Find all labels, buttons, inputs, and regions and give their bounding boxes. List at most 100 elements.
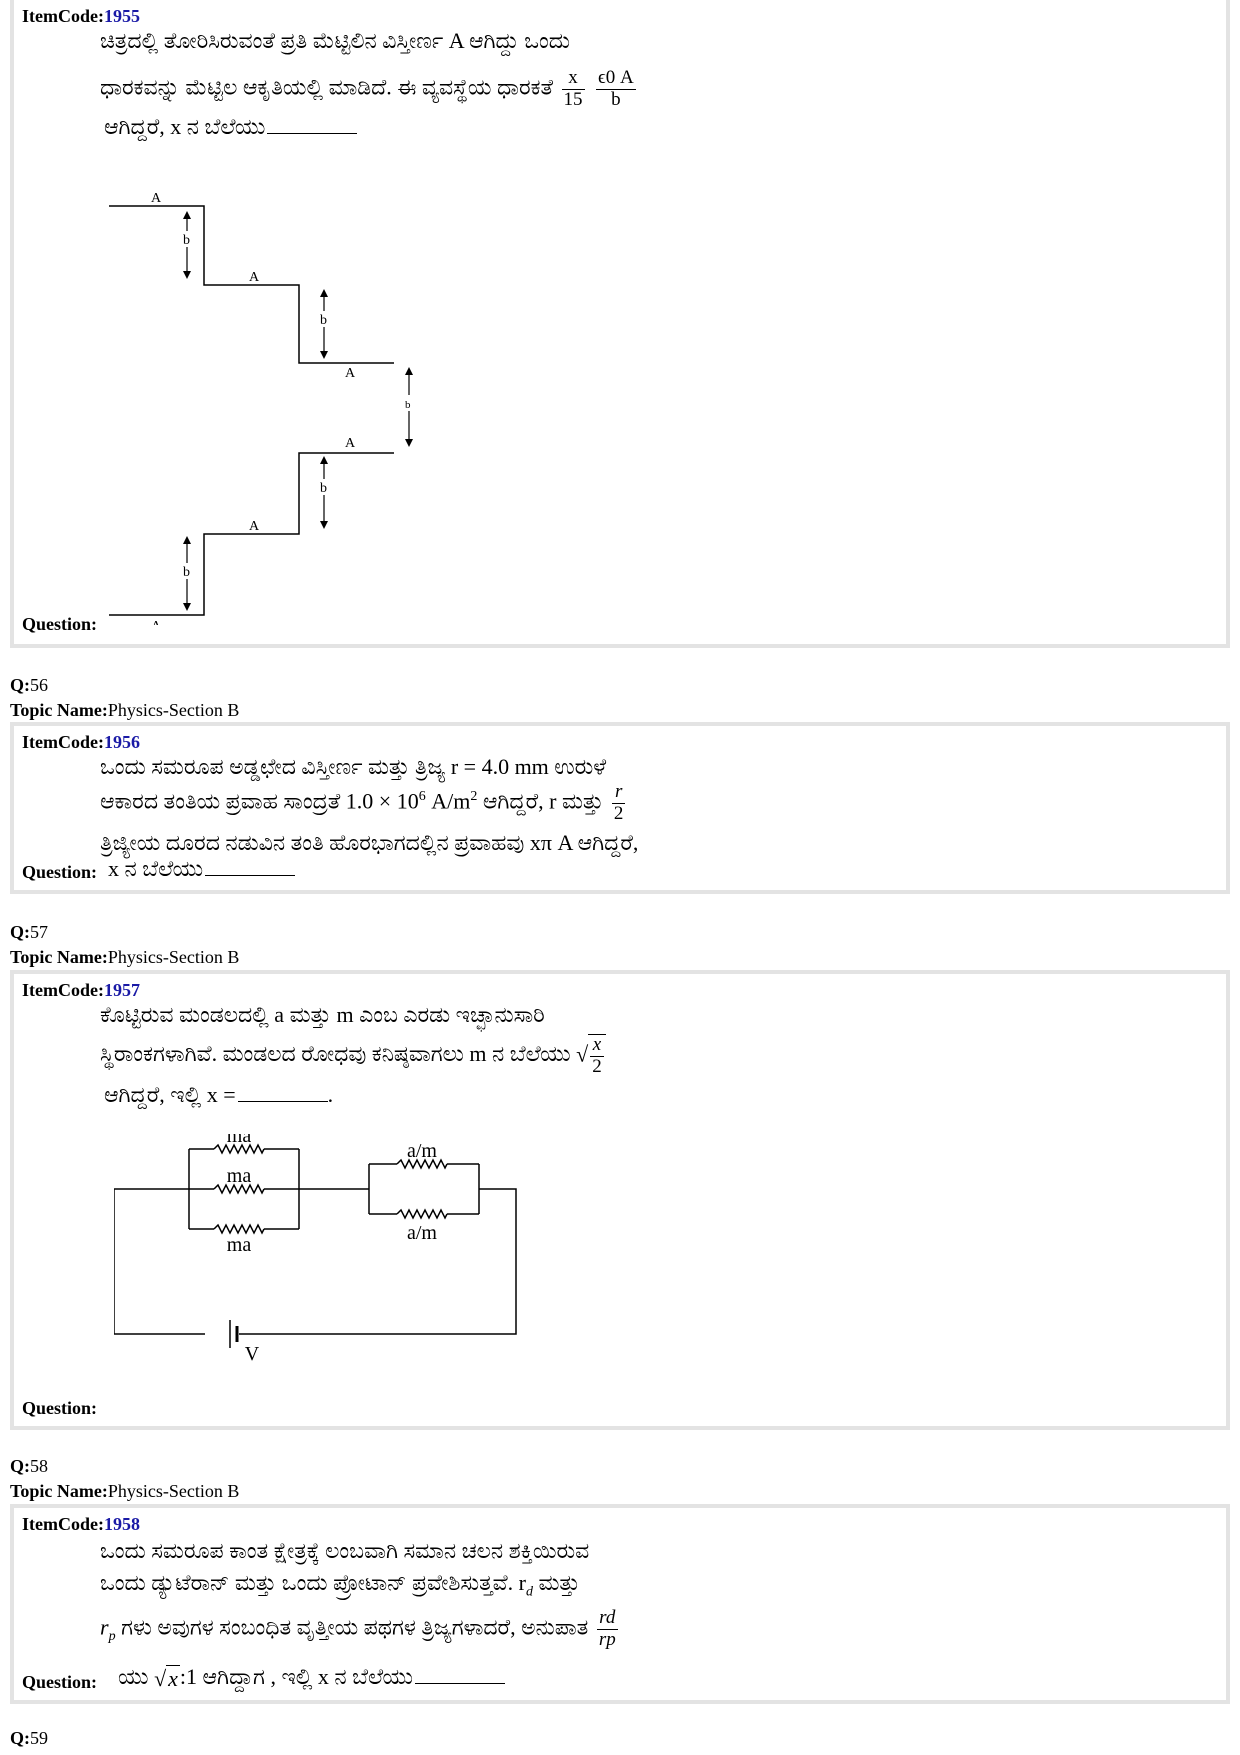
upper-staircase	[109, 205, 394, 364]
question-box-1956: ItemCode:1956 ಒಂದು ಸಮರೂಪ ಅಡ್ಡಛೇದ ವಿಸ್ತೀರ…	[10, 722, 1230, 894]
q-label: Q:	[10, 1456, 30, 1476]
question-text-part: ಆಗಿದ್ದರೆ, r ಮತ್ತು	[477, 788, 604, 814]
staircase-outline	[109, 205, 394, 616]
resistor-circuit-diagram: ma ma ma a/m a/m V	[114, 1134, 517, 1365]
question-text-line-3: ತ್ರಿಜ್ಯೀಯ ದೂರದ ನಡುವಿನ ತಂತಿ ಹೊರಭಾಗದಲ್ಲಿನ …	[100, 830, 639, 855]
q-number: 59	[30, 1728, 48, 1748]
question-label: Question:	[22, 1672, 98, 1692]
answer-blank	[237, 1100, 328, 1102]
arrow-heads	[183, 211, 413, 611]
fraction-denominator: 2	[592, 1055, 602, 1077]
q-number: 57	[30, 922, 48, 942]
question-text-line-2: ಸ್ಥಿರಾಂಕಗಳಾಗಿವೆ. ಮಂಡಲದ ರೋಧವು ಕನಿಷ್ಠವಾಗಲು…	[100, 1034, 606, 1078]
fraction-numerator: ϵ0 A	[596, 67, 636, 90]
question-text-line-2: ಆಕಾರದ ತಂತಿಯ ಪ್ರವಾಹ ಸಾಂದ್ರತೆ 1.0 × 106 A/…	[100, 781, 628, 825]
subscript: d	[525, 1584, 533, 1600]
question-box-1958: ItemCode:1958 ಒಂದು ಸಮರೂಪ ಕಾಂತ ಕ್ಷೇತ್ರಕ್ಕ…	[10, 1504, 1230, 1704]
question-box-1957: ItemCode:1957 ಕೊಟ್ಟಿರುವ ಮಂಡಲದಲ್ಲಿ a ಮತ್ತ…	[10, 970, 1230, 1430]
label-a-over-m: a/m	[407, 1140, 437, 1162]
label-a-over-m: a/m	[407, 1222, 437, 1244]
question-number: Q:57	[10, 922, 48, 943]
question-text-line-1: ಚಿತ್ರದಲ್ಲಿ ತೋರಿಸಿರುವಂತೆ ಪ್ರತಿ ಮೆಟ್ಟಿಲಿನ …	[100, 28, 570, 53]
question-number: Q:59	[10, 1728, 48, 1749]
q-number: 58	[30, 1456, 48, 1476]
q-label: Q:	[10, 675, 30, 695]
superscript: 2	[470, 789, 478, 805]
label-a: A	[345, 366, 356, 381]
label-b: b	[183, 233, 190, 248]
question-text-part: x ನ ಬೆಲೆಯು	[108, 856, 204, 881]
question-text-part: ಮತ್ತು	[532, 1570, 580, 1595]
label-ma: ma	[227, 1165, 252, 1187]
label-v: V	[245, 1343, 260, 1365]
topic-label: Topic Name:	[10, 1481, 108, 1501]
circuit-labels: ma ma ma a/m a/m V	[227, 1134, 438, 1365]
item-code-number: 1957	[103, 980, 140, 1000]
question-text-part: ಗಳು ಅವುಗಳ ಸಂಬಂಧಿತ ವೃತ್ತೀಯ ಪಥಗಳ ತ್ರಿಜ್ಯಗಳ…	[115, 1614, 589, 1640]
topic-label: Topic Name:	[10, 947, 108, 967]
label-b: b	[183, 565, 190, 580]
item-code-number: 1956	[103, 732, 140, 752]
question-text-part: :1 ಆಗಿದ್ದಾಗ , ಇಲ್ಲಿ x ನ ಬೆಲೆಯು	[179, 1664, 414, 1689]
item-code-label: ItemCode:	[22, 732, 104, 752]
item-code-label: ItemCode:	[22, 1514, 104, 1534]
question-text-part: r	[100, 1614, 109, 1640]
question-text-part: A/m	[425, 788, 471, 814]
label-a: A	[249, 270, 260, 285]
item-code-number: 1955	[103, 6, 140, 26]
fraction-denominator: b	[611, 88, 621, 110]
topic-name: Topic Name:Physics-Section B	[10, 947, 239, 968]
fraction-numerator: x	[590, 1034, 604, 1057]
question-text-part: ಆಕಾರದ ತಂತಿಯ ಪ್ರವಾಹ ಸಾಂದ್ರತೆ 1.0 × 10	[100, 788, 419, 814]
label-ma: ma	[227, 1134, 252, 1147]
resistor-am-1	[396, 1158, 448, 1170]
question-label: Question:	[22, 614, 98, 634]
question-text-part: ಯು	[118, 1664, 149, 1689]
label-b: b	[320, 481, 327, 496]
item-code: ItemCode:1956	[22, 732, 140, 753]
label-ma: ma	[227, 1234, 252, 1256]
topic-value: Physics-Section B	[107, 947, 240, 967]
topic-name: Topic Name:Physics-Section B	[10, 700, 239, 721]
question-label: Question:	[22, 862, 98, 882]
fraction-numerator: r	[611, 781, 626, 804]
q-label: Q:	[10, 922, 30, 942]
resistor-ma-3	[213, 1223, 265, 1235]
question-text-part: ಒಂದು ಡ್ಯುಟೆರಾನ್ ಮತ್ತು ಒಂದು ಪ್ರೋಟಾನ್ ಪ್ರವ…	[100, 1570, 526, 1595]
resistor-am-2	[396, 1208, 448, 1220]
topic-value: Physics-Section B	[107, 1481, 240, 1501]
question-text-part: ಧಾರಕವನ್ನು ಮೆಟ್ಟಿಲ ಆಕೃತಿಯಲ್ಲಿ ಮಾಡಿದೆ. ಈ ವ…	[100, 74, 554, 100]
label-a: A	[151, 191, 162, 206]
label-a: A	[151, 619, 162, 625]
question-number: Q:56	[10, 675, 48, 696]
item-code: ItemCode:1957	[22, 980, 140, 1001]
q-label: Q:	[10, 1728, 30, 1748]
label-a: A	[345, 436, 356, 451]
fraction-denominator: 15	[563, 88, 583, 110]
question-text-line-1: ಒಂದು ಸಮರೂಪ ಅಡ್ಡಛೇದ ವಿಸ್ತೀರ್ಣ ಮತ್ತು ತ್ರಿಜ…	[100, 754, 607, 779]
question-text-line-3: ಆಗಿದ್ದರೆ, x ನ ಬೆಲೆಯು	[104, 114, 358, 140]
label-b: b	[320, 313, 327, 328]
item-code-number: 1958	[103, 1514, 140, 1534]
question-text-line-3: ಆಗಿದ್ದರೆ, ಇಲ್ಲಿ x =.	[104, 1082, 333, 1108]
subscript: p	[108, 1628, 116, 1644]
topic-value: Physics-Section B	[107, 700, 240, 720]
item-code: ItemCode:1955	[22, 6, 140, 27]
question-label: Question:	[22, 1398, 98, 1418]
superscript: 6	[418, 789, 426, 805]
fraction-numerator: x	[561, 67, 585, 90]
resistor-ma-2	[213, 1183, 265, 1195]
staircase-capacitor-diagram: A A A A A A b b b b b	[109, 191, 415, 625]
answer-blank	[267, 132, 358, 134]
item-code-label: ItemCode:	[22, 6, 104, 26]
fraction-denominator: rp	[598, 1628, 616, 1650]
question-text-part: .	[327, 1082, 334, 1107]
question-text-line-3: rp ಗಳು ಅವುಗಳ ಸಂಬಂಧಿತ ವೃತ್ತೀಯ ಪಥಗಳ ತ್ರಿಜ್…	[100, 1607, 621, 1651]
circuit-wires	[114, 1143, 517, 1335]
item-code-label: ItemCode:	[22, 980, 104, 1000]
question-text-line-2: ಒಂದು ಡ್ಯುಟೆರಾನ್ ಮತ್ತು ಒಂದು ಪ್ರೋಟಾನ್ ಪ್ರವ…	[100, 1570, 580, 1600]
